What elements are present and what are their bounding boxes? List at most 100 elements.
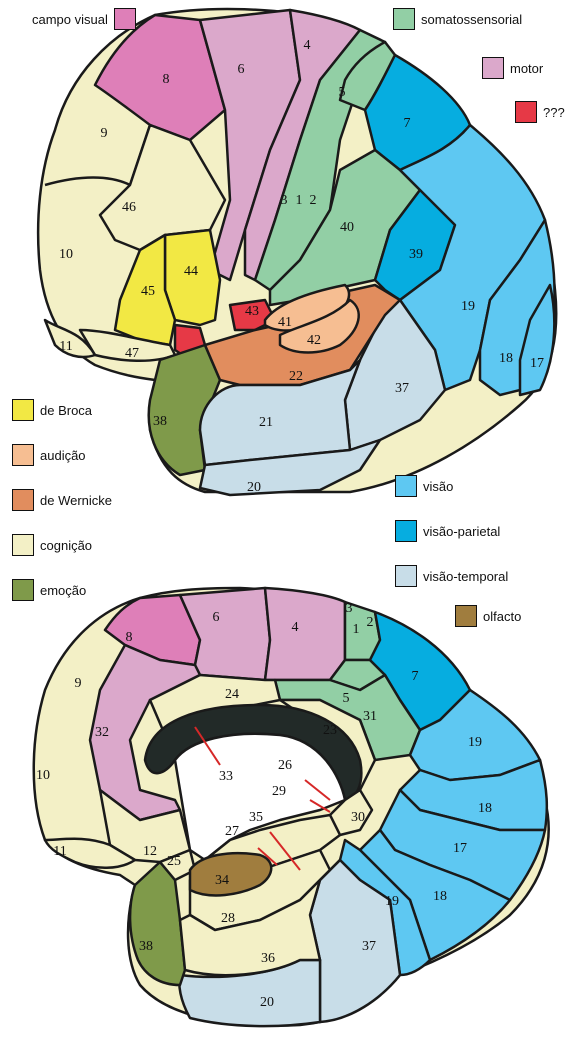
- legend-audicao-swatch: [12, 444, 34, 466]
- legend-wernicke-swatch: [12, 489, 34, 511]
- medial-area-label-31: 31: [363, 709, 377, 724]
- legend-unknown-swatch: [515, 101, 537, 123]
- legend-visao-parietal: visão-parietal: [395, 520, 500, 542]
- legend-motor-swatch: [482, 57, 504, 79]
- lateral-view: [38, 9, 556, 495]
- legend-cognicao-label: cognição: [40, 538, 92, 553]
- medial-area-label-38: 38: [139, 939, 153, 954]
- medial-area-label-10: 10: [36, 768, 50, 783]
- medial-area-label-30: 30: [351, 810, 365, 825]
- legend-visao-swatch: [395, 475, 417, 497]
- legend-visao-label: visão: [423, 479, 453, 494]
- medial-area-label-35: 35: [249, 810, 263, 825]
- legend-emocao: emoção: [12, 579, 86, 601]
- medial-area-label-4: 4: [292, 620, 299, 635]
- lateral-area-label-21: 21: [259, 415, 273, 430]
- medial-area-label-1: 1: [353, 622, 360, 637]
- lateral-area-label-10: 10: [59, 247, 73, 262]
- lateral-area-label-44: 44: [184, 264, 198, 279]
- medial-area-label-27: 27: [225, 824, 239, 839]
- lateral-area-label-5: 5: [339, 85, 346, 100]
- legend-audicao-label: audição: [40, 448, 86, 463]
- medial-area-label-5: 5: [343, 691, 350, 706]
- medial-area-label-33: 33: [219, 769, 233, 784]
- legend-broca-label: de Broca: [40, 403, 92, 418]
- legend-somatossensorial-label: somatossensorial: [421, 12, 522, 27]
- lateral-area-label-19: 19: [461, 299, 475, 314]
- medial-area-label-20: 20: [260, 995, 274, 1010]
- medial-area-label-28: 28: [221, 911, 235, 926]
- medial-area-label-29: 29: [272, 784, 286, 799]
- lateral-area-label-20: 20: [247, 480, 261, 495]
- lateral-area-label-4: 4: [304, 38, 311, 53]
- legend-broca-swatch: [12, 399, 34, 421]
- lateral-area-label-22: 22: [289, 369, 303, 384]
- legend-wernicke-label: de Wernicke: [40, 493, 112, 508]
- legend-campo-visual-swatch: [114, 8, 136, 30]
- lateral-area-label-18: 18: [499, 351, 513, 366]
- lateral-area-label-45: 45: [141, 284, 155, 299]
- lateral-area-label-6: 6: [238, 62, 245, 77]
- medial-area-label-6: 6: [213, 610, 220, 625]
- medial-area-label-36: 36: [261, 951, 275, 966]
- legend-cognicao: cognição: [12, 534, 92, 556]
- legend-visao-parietal-swatch: [395, 520, 417, 542]
- legend-visao-temporal-label: visão-temporal: [423, 569, 508, 584]
- legend-somatossensorial-swatch: [393, 8, 415, 30]
- legend-cognicao-swatch: [12, 534, 34, 556]
- legend-audicao: audição: [12, 444, 86, 466]
- legend-visao-temporal-swatch: [395, 565, 417, 587]
- lateral-area-label-41: 41: [278, 315, 292, 330]
- medial-area-label-34: 34: [215, 873, 229, 888]
- legend-unknown: ???: [515, 101, 565, 123]
- lateral-area-label-39: 39: [409, 247, 423, 262]
- legend-visao-parietal-label: visão-parietal: [423, 524, 500, 539]
- lateral-area-label-43: 43: [245, 304, 259, 319]
- legend-broca: de Broca: [12, 399, 92, 421]
- medial-area-4: [265, 588, 345, 680]
- lateral-area-label-11: 11: [59, 339, 72, 354]
- medial-area-label-2: 2: [367, 615, 374, 630]
- medial-area-label-19: 19: [468, 735, 482, 750]
- lateral-area-label-38: 38: [153, 414, 167, 429]
- lateral-area-label-1: 1: [296, 193, 303, 208]
- medial-view: [34, 588, 549, 1026]
- legend-motor: motor: [482, 57, 543, 79]
- medial-area-label-37: 37: [362, 939, 376, 954]
- legend-visao: visão: [395, 475, 453, 497]
- lateral-area-label-47: 47: [125, 346, 139, 361]
- medial-area-label-24: 24: [225, 687, 239, 702]
- lateral-area-label-9: 9: [101, 126, 108, 141]
- medial-area-label-25: 25: [167, 854, 181, 869]
- legend-wernicke: de Wernicke: [12, 489, 112, 511]
- lateral-area-label-46: 46: [122, 200, 136, 215]
- legend-visao-temporal: visão-temporal: [395, 565, 508, 587]
- legend-olfacto: olfacto: [455, 605, 521, 627]
- medial-area-label-26: 26: [278, 758, 292, 773]
- medial-area-label-32: 32: [95, 725, 109, 740]
- medial-area-label-3: 3: [346, 601, 353, 616]
- medial-area-label-23: 23: [323, 723, 337, 738]
- lateral-area-label-42: 42: [307, 333, 321, 348]
- lateral-area-label-37: 37: [395, 381, 409, 396]
- medial-area-label-7: 7: [412, 669, 419, 684]
- legend-somatossensorial: somatossensorial: [393, 8, 522, 30]
- legend-emocao-swatch: [12, 579, 34, 601]
- lateral-area-label-7: 7: [404, 116, 411, 131]
- legend-motor-label: motor: [510, 61, 543, 76]
- lateral-area-label-8: 8: [163, 72, 170, 87]
- lateral-area-label-40: 40: [340, 220, 354, 235]
- lateral-area-label-17: 17: [530, 356, 544, 371]
- legend-olfacto-label: olfacto: [483, 609, 521, 624]
- medial-area-label-18: 18: [433, 889, 447, 904]
- medial-area-label-11: 11: [53, 844, 66, 859]
- medial-area-label-12: 12: [143, 844, 157, 859]
- medial-area-label-19: 19: [385, 894, 399, 909]
- medial-area-label-8: 8: [126, 630, 133, 645]
- legend-emocao-label: emoção: [40, 583, 86, 598]
- legend-campo-visual-label: campo visual: [32, 12, 108, 27]
- medial-area-label-9: 9: [75, 676, 82, 691]
- legend-olfacto-swatch: [455, 605, 477, 627]
